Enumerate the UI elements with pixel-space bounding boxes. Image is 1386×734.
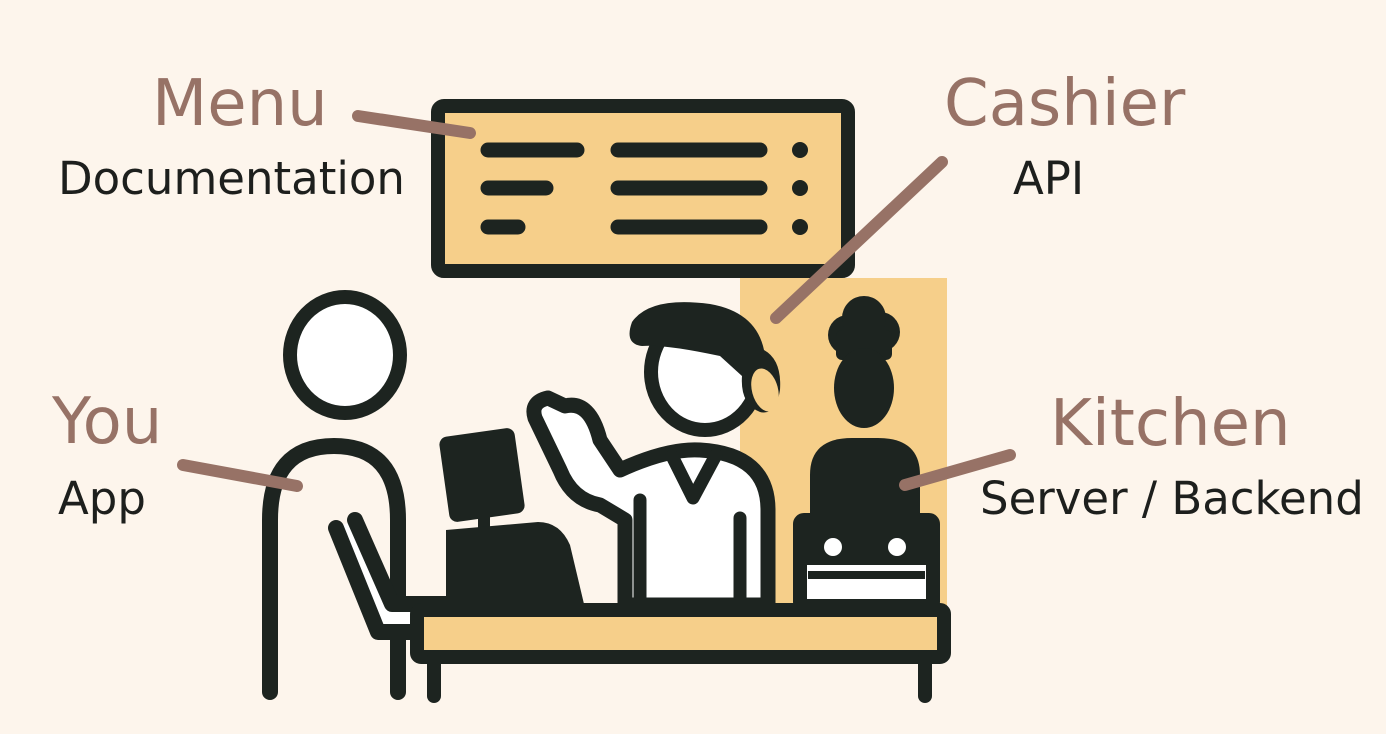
menu-price-dot: [792, 142, 808, 158]
cash-register: [439, 428, 584, 604]
menu-pointer: [352, 110, 476, 139]
stove-knob: [824, 538, 842, 556]
menu-price-dot: [792, 180, 808, 196]
stove: [793, 513, 940, 613]
kitchen-sublabel: Server / Backend: [980, 472, 1364, 525]
menu-sublabel: Documentation: [58, 152, 405, 205]
cashier-label: Cashier: [944, 67, 1186, 141]
you-sublabel: App: [58, 472, 146, 525]
register-screen: [439, 428, 525, 522]
stove-knob: [888, 538, 906, 556]
cashier-figure: [526, 302, 781, 613]
counter-top: [410, 603, 951, 664]
customer-head: [283, 290, 407, 420]
menu-board: [431, 99, 855, 278]
chef-hat: [836, 330, 892, 360]
kitchen-label: Kitchen: [1050, 387, 1291, 461]
chef-head: [834, 348, 894, 428]
menu-price-dot: [792, 219, 808, 235]
cashier-cap: [629, 302, 781, 413]
menu-label: Menu: [152, 67, 328, 141]
you-pointer: [177, 459, 303, 492]
you-label: You: [52, 385, 163, 459]
cashier-pointer: [770, 156, 948, 324]
counter: [410, 603, 951, 703]
kitchen-pointer: [899, 449, 1016, 491]
cashier-sublabel: API: [1013, 152, 1085, 205]
register-base: [446, 522, 584, 604]
